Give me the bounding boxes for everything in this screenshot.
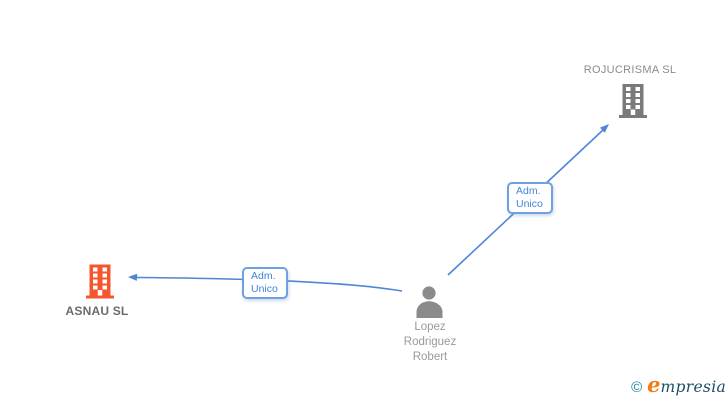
brand-lead-letter: e bbox=[647, 372, 661, 397]
edge-label-line: Adm. bbox=[251, 270, 276, 282]
building-icon-asnau[interactable] bbox=[86, 264, 114, 299]
building-icon-rojucrisma[interactable] bbox=[619, 84, 647, 118]
arrowhead-asnau-icon bbox=[128, 273, 138, 281]
edge-label-line: Adm. bbox=[516, 185, 541, 197]
empresia-logo[interactable]: © e mpresia bbox=[631, 372, 726, 397]
arrowhead-rojucrisma-icon bbox=[600, 124, 609, 133]
person-icon[interactable] bbox=[413, 286, 446, 318]
person-name-line: Rodriguez bbox=[403, 336, 457, 348]
person-name-line: Robert bbox=[412, 351, 448, 363]
edge-label-line: Unico bbox=[251, 283, 278, 295]
copyright-icon: © bbox=[631, 379, 643, 396]
node-label-rojucrisma[interactable]: ROJUCRISMA SL bbox=[583, 64, 677, 76]
brand-name-rest: mpresia bbox=[660, 378, 726, 396]
edge-label-adm-unico-asnau: Adm. Unico bbox=[242, 267, 288, 299]
edge-label-line: Unico bbox=[516, 198, 543, 210]
edge-person-asnau bbox=[136, 276, 403, 292]
node-label-asnau[interactable]: ASNAU SL bbox=[65, 304, 129, 318]
edge-label-adm-unico-rojucrisma: Adm. Unico bbox=[507, 182, 553, 214]
node-label-person[interactable]: Lopez Rodriguez Robert bbox=[330, 320, 530, 365]
person-name-line: Lopez bbox=[414, 321, 446, 333]
